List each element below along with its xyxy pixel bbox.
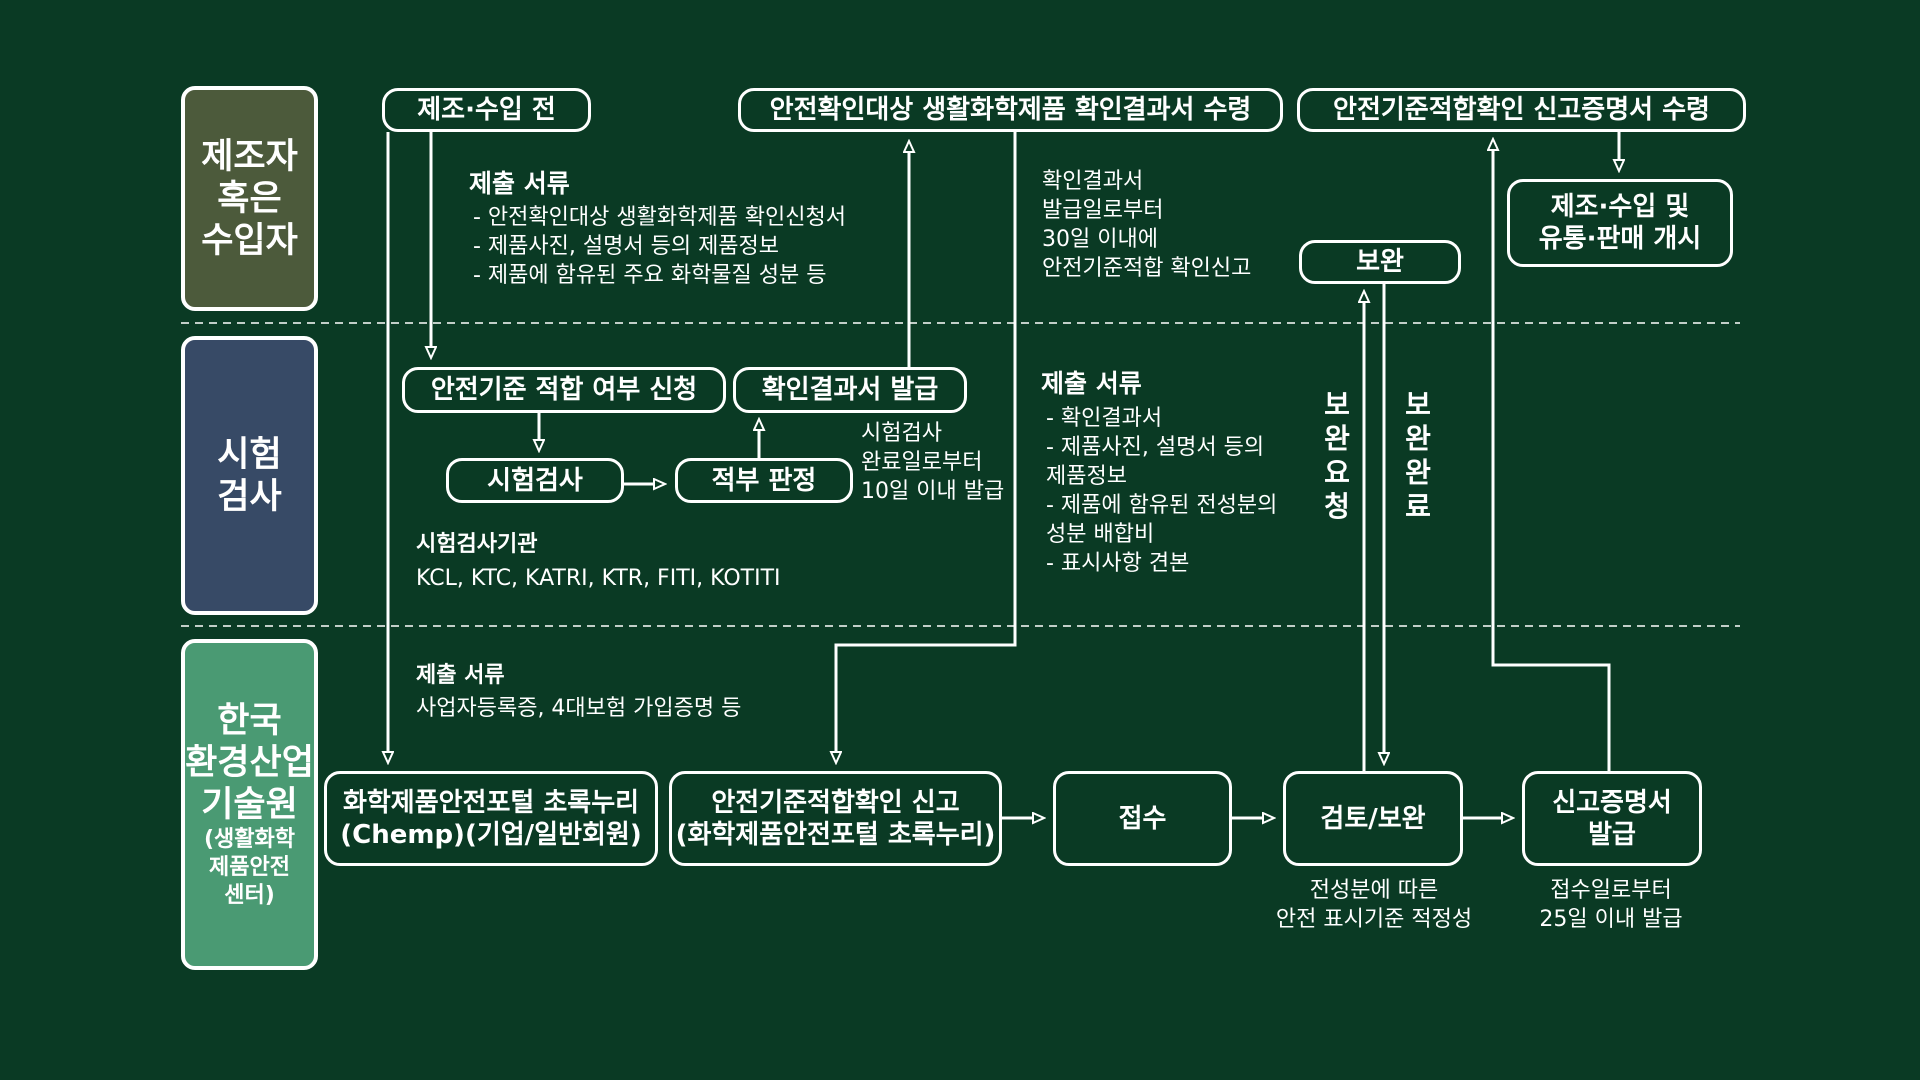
supplement-request-label: 보완요청	[1324, 388, 1350, 523]
supplement-complete-label: 보완완료	[1405, 388, 1431, 523]
deadline-10-note: 시험검사 완료일로부터 10일 이내 발급	[861, 421, 1005, 504]
box-receipt: 접수	[1053, 771, 1232, 866]
lane-keiti: 한국 환경산업 기술원(생활화학 제품안전 센터)	[181, 639, 318, 970]
docs2-title: 제출 서류	[1041, 369, 1142, 398]
cert-note: 접수일로부터 25일 이내 발급	[1539, 878, 1683, 932]
box-pre: 제조·수입 전	[382, 88, 591, 132]
docs1-items: - 안전확인대상 생활화학제품 확인신청서 - 제품사진, 설명서 등의 제품정…	[473, 205, 846, 288]
box-cert-issue: 신고증명서 발급	[1522, 771, 1702, 866]
box-judge: 적부 판정	[675, 458, 853, 503]
docs3-items: 사업자등록증, 4대보험 가입증명 등	[416, 696, 742, 721]
lane-keiti-label: 한국 환경산업 기술원	[185, 700, 314, 825]
arrow-cert-to-receive	[1493, 140, 1611, 771]
docs1-title: 제출 서류	[469, 169, 570, 198]
lane-keiti-sub: (생활화학 제품안전 센터)	[203, 826, 295, 908]
box-report: 안전기준적합확인 신고 (화학제품안전포털 초록누리)	[669, 771, 1002, 866]
labs-list: KCL, KTC, KATRI, KTR, FITI, KOTITI	[416, 566, 781, 591]
box-review: 검토/보완	[1283, 771, 1463, 866]
box-receive-result: 안전확인대상 생활화학제품 확인결과서 수령	[738, 88, 1283, 132]
deadline-30-note: 확인결과서 발급일로부터 30일 이내에 안전기준적합 확인신고	[1042, 169, 1252, 281]
box-receive-cert: 안전기준적합확인 신고증명서 수령	[1297, 88, 1746, 132]
box-start-sales: 제조·수입 및 유통·판매 개시	[1507, 179, 1733, 267]
arrow-receive-to-report	[836, 132, 1017, 762]
box-supplement: 보완	[1299, 240, 1461, 284]
box-portal: 화학제품안전포털 초록누리 (Chemp)(기업/일반회원)	[324, 771, 658, 866]
docs3-title: 제출 서류	[416, 663, 505, 688]
box-test: 시험검사	[446, 458, 624, 503]
box-issue-result: 확인결과서 발급	[733, 367, 967, 413]
labs-title: 시험검사기관	[416, 532, 538, 557]
box-apply: 안전기준 적합 여부 신청	[402, 367, 726, 413]
lane-manufacturer: 제조자 혹은 수입자	[181, 86, 318, 311]
review-note: 전성분에 따른 안전 표시기준 적정성	[1275, 878, 1473, 932]
lane-testing: 시험 검사	[181, 336, 318, 615]
docs2-items: - 확인결과서 - 제품사진, 설명서 등의 제품정보 - 제품에 함유된 전성…	[1046, 406, 1278, 576]
